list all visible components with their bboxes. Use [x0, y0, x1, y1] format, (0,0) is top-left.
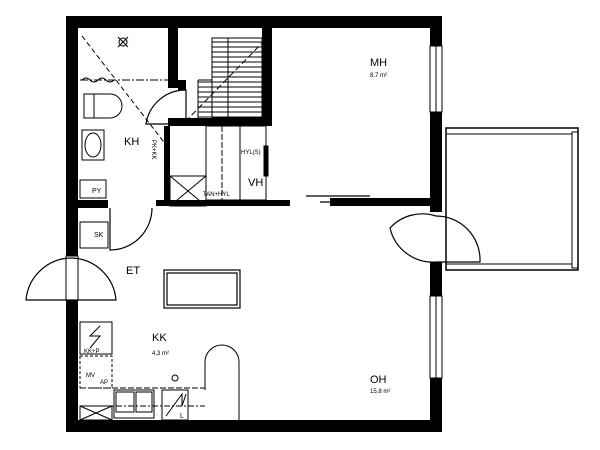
fixture-sk: SK	[94, 232, 104, 239]
staircase	[181, 37, 266, 126]
fixture-tan-hyl: TAN+HYL	[203, 192, 230, 198]
balcony	[445, 127, 579, 271]
bathroom-fixtures	[79, 35, 207, 249]
room-label-kk: KK	[152, 332, 167, 344]
fixture-l: L	[180, 413, 184, 420]
fixture-kk-p: KK+P	[84, 349, 100, 355]
windows	[65, 45, 443, 379]
room-area-oh: 15,8 m²	[370, 389, 390, 395]
fixture-mv: MV	[86, 373, 95, 379]
fixture-py: PY	[92, 188, 102, 195]
fixture-ap: AP	[100, 380, 108, 386]
outer-walls	[66, 16, 442, 432]
fixture-hyl-s: HYL(S)	[241, 150, 261, 156]
room-area-mh: 8,7 m²	[370, 73, 387, 79]
dining-table	[163, 269, 241, 309]
closets	[205, 125, 269, 201]
room-label-et: ET	[126, 265, 140, 277]
doors	[25, 89, 481, 301]
room-area-kk: 4,3 m²	[152, 351, 169, 357]
room-label-mh: MH	[370, 57, 387, 69]
room-label-vh: VH	[248, 177, 263, 189]
kitchen-fixtures	[79, 321, 240, 421]
room-label-kh: KH	[124, 136, 139, 148]
fixture-pk-kk: PK+KK	[150, 140, 156, 160]
room-label-oh: OH	[370, 374, 387, 386]
